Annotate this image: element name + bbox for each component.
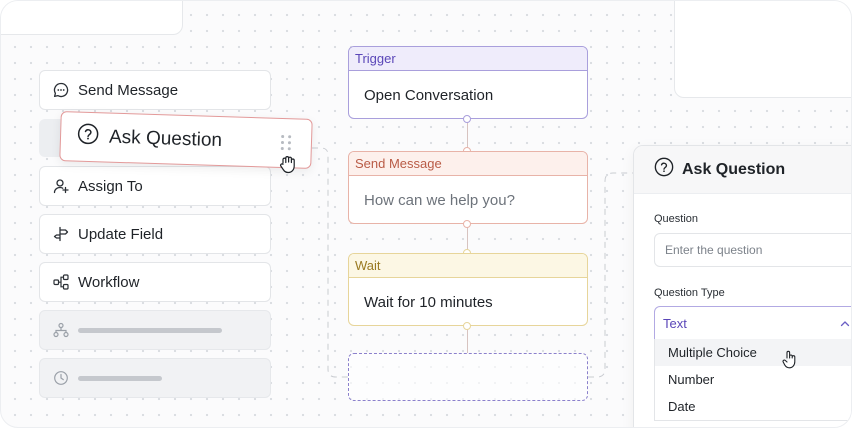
background-card [1,1,183,35]
message-icon [52,81,70,99]
option-label: Number [668,372,715,387]
wait-node[interactable]: Wait Wait for 10 minutes [348,253,588,326]
trigger-node[interactable]: Trigger Open Conversation [348,46,588,119]
connector-dot [463,115,471,123]
workflow-icon [52,273,70,291]
pointer-cursor-icon [782,350,796,369]
option-date[interactable]: Date [655,393,851,420]
question-type-options: Multiple Choice Number Date [654,339,851,421]
action-send-message[interactable]: Send Message [39,70,271,110]
clock-icon [52,369,70,387]
send-message-node[interactable]: Send Message How can we help you? [348,151,588,224]
connector-dot [463,322,471,330]
connector-dot [463,220,471,228]
flow-connector [467,326,468,353]
dragged-ask-question-card[interactable]: Ask Question [59,111,313,169]
node-body: How can we help you? [364,191,515,209]
action-skeleton [39,358,271,398]
action-label: Update Field [78,225,164,243]
option-multiple-choice[interactable]: Multiple Choice [655,339,851,366]
flow-connector [467,119,468,151]
flow-connector [467,224,468,253]
action-label: Assign To [78,177,143,195]
drop-zone[interactable] [348,353,588,401]
question-label: Question [654,213,699,225]
question-circle-icon [77,123,100,152]
drag-handle-icon[interactable] [280,134,292,151]
skeleton-bar [78,327,222,333]
user-plus-icon [52,177,70,195]
node-header: Wait [349,254,587,278]
option-label: Date [668,399,696,414]
ask-question-panel: Ask Question Question Question Type Text… [633,145,851,427]
node-body: Wait for 10 minutes [364,293,493,311]
action-update-field[interactable]: Update Field [39,214,271,254]
panel-header: Ask Question [634,146,851,194]
grab-cursor-icon [280,156,295,174]
node-header: Send Message [349,152,587,176]
question-input[interactable] [654,233,851,267]
node-body: Open Conversation [364,86,494,104]
question-circle-icon [654,157,674,182]
action-workflow[interactable]: Workflow [39,262,271,302]
dragged-card-label: Ask Question [108,126,223,152]
option-label: Multiple Choice [668,345,757,360]
question-type-label: Question Type [654,287,725,299]
question-type-value: Text [663,315,687,331]
panel-title: Ask Question [682,160,786,178]
background-card [674,1,851,98]
signpost-icon [52,225,70,243]
action-assign-to[interactable]: Assign To [39,166,271,206]
node-header: Trigger [349,47,587,71]
action-label: Send Message [78,81,179,99]
question-type-select[interactable]: Text [654,306,851,340]
action-skeleton [39,310,271,350]
action-label: Workflow [78,273,140,291]
option-number[interactable]: Number [655,366,851,393]
skeleton-bar [78,375,162,381]
chevron-up-icon [840,321,850,327]
hierarchy-icon [52,321,70,339]
